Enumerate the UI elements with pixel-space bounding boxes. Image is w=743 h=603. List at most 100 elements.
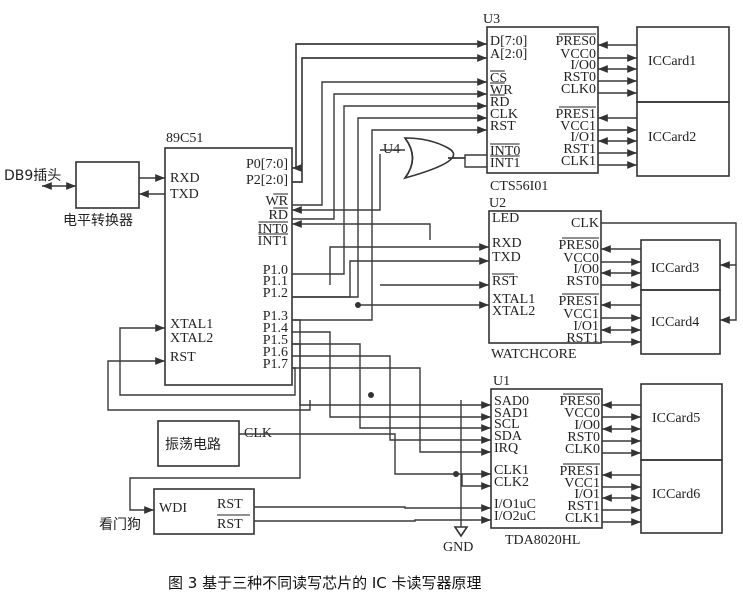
pin-vcc1: VCC1 <box>564 476 600 491</box>
pin-rst: RST <box>490 119 516 134</box>
pin-xtal2: XTAL2 <box>492 304 535 319</box>
iccard4 <box>640 289 721 355</box>
pin-vcc0: VCC0 <box>564 406 600 421</box>
pin-i-o1: I/O1 <box>573 319 599 334</box>
pin-p1-2: P1.2 <box>263 286 288 301</box>
u3-ctrl-1 <box>292 90 487 220</box>
u1-ctrl-3 <box>292 355 491 444</box>
iccard2 <box>636 101 730 177</box>
pin-rst: RST <box>492 274 518 289</box>
watchdog-wdi-label: WDI <box>159 501 187 516</box>
pin-wr: WR <box>265 194 288 209</box>
pin-d-7-0-: D[7:0] <box>490 34 527 49</box>
int0-wire <box>292 154 381 214</box>
pin-a-2-0-: A[2:0] <box>490 47 527 62</box>
osc-clk <box>239 433 491 478</box>
pin-int1: INT1 <box>258 234 288 249</box>
pin-rst0: RST0 <box>566 274 599 289</box>
clk2 <box>461 474 491 490</box>
pin-p0-7-0-: P0[7:0] <box>246 157 288 172</box>
u3-ctrl-2 <box>292 102 487 275</box>
oscillator-box <box>157 420 240 467</box>
pin-clk: CLK <box>490 107 518 122</box>
pin-clk1: CLK1 <box>494 463 529 478</box>
pin-clk0: CLK0 <box>565 442 600 457</box>
oscillator-label: 振荡电路 <box>165 437 221 453</box>
u2-txd <box>292 257 489 298</box>
pin-int0: INT0 <box>258 222 288 237</box>
u1-part: TDA8020HL <box>505 533 580 548</box>
watchdog-label: 看门狗 <box>99 517 141 533</box>
iccard3-label: ICCard3 <box>651 261 699 276</box>
junction-dot <box>453 471 459 477</box>
u1-ctrl-4 <box>292 367 491 456</box>
pin-p1-6: P1.6 <box>263 345 288 360</box>
rst-loop <box>107 357 311 411</box>
pin-i-o1: I/O1 <box>574 487 600 502</box>
u2-clk-card3 <box>601 222 737 269</box>
pin-rst0: RST0 <box>563 70 596 85</box>
pin-clk: CLK <box>571 216 599 231</box>
u3-ctrl-0 <box>292 78 487 206</box>
u3-part: CTS56I01 <box>490 179 548 194</box>
pin-int0: INT0 <box>490 144 520 159</box>
pin-vcc0: VCC0 <box>560 47 596 62</box>
pin-rst1: RST1 <box>567 499 600 514</box>
pin-led: LED <box>492 211 519 226</box>
pin-vcc0: VCC0 <box>563 251 599 266</box>
u2-chip <box>488 210 602 344</box>
pin-p1-3: P1.3 <box>263 309 288 324</box>
pin-rxd: RXD <box>492 236 522 251</box>
pin-clk1: CLK1 <box>565 511 600 526</box>
addr-bus-inner <box>292 57 487 183</box>
u1-ref: U1 <box>493 374 510 389</box>
pin-vcc1: VCC1 <box>560 119 596 134</box>
pin-txd: TXD <box>170 187 199 202</box>
level-shifter-label: 电平转换器 <box>63 212 133 229</box>
gnd-label: GND <box>443 540 473 555</box>
pin-rst0: RST0 <box>567 430 600 445</box>
pin-irq: IRQ <box>494 441 518 456</box>
u3-chip <box>486 26 599 174</box>
pin-int1: INT1 <box>490 156 520 171</box>
wdi-loop <box>129 343 301 514</box>
pin-scl: SCL <box>494 417 520 432</box>
pin-clk0: CLK0 <box>561 82 596 97</box>
pin-rd: RD <box>490 95 509 110</box>
u4-in2 <box>448 157 487 168</box>
pin-pres1: PRES1 <box>556 107 596 122</box>
pin-clk1: CLK1 <box>561 154 596 169</box>
iccard6 <box>640 459 723 534</box>
u1-ctrl-1 <box>292 331 491 421</box>
wd-rstn <box>254 516 491 524</box>
u2-rxd <box>329 243 489 285</box>
pin-wr: WR <box>490 83 513 98</box>
u1-chip <box>490 388 603 529</box>
iccard6-label: ICCard6 <box>652 487 700 502</box>
pin-p2-2-0-: P2[2:0] <box>246 173 288 188</box>
pin-xtal1: XTAL1 <box>492 292 535 307</box>
addr-bus <box>292 54 487 183</box>
pin-rst1: RST1 <box>566 331 599 346</box>
u3-ctrl-4 <box>292 126 487 321</box>
level-shifter <box>75 161 140 209</box>
iccard2-label: ICCard2 <box>648 130 696 145</box>
u1-ctrl-0 <box>292 319 491 409</box>
pin-sad1: SAD1 <box>494 406 529 421</box>
data-bus-inner <box>292 43 487 169</box>
u2-clk-card4 <box>720 265 737 324</box>
junction-dot <box>355 302 361 308</box>
pin-p1-5: P1.5 <box>263 333 288 348</box>
pin-rd: RD <box>269 208 288 223</box>
pin-pres0: PRES0 <box>560 394 600 409</box>
pin-pres0: PRES0 <box>556 34 596 49</box>
pin-rst: RST <box>170 350 196 365</box>
pin-txd: TXD <box>492 250 521 265</box>
pin-p1-4: P1.4 <box>263 321 288 336</box>
pin-i-o0: I/O0 <box>573 262 599 277</box>
pin-i-o0: I/O0 <box>574 418 600 433</box>
watchdog-rstn-label: RST <box>217 517 243 532</box>
u3-ref: U3 <box>483 12 500 27</box>
db9-label: DB9插头 <box>4 168 61 184</box>
